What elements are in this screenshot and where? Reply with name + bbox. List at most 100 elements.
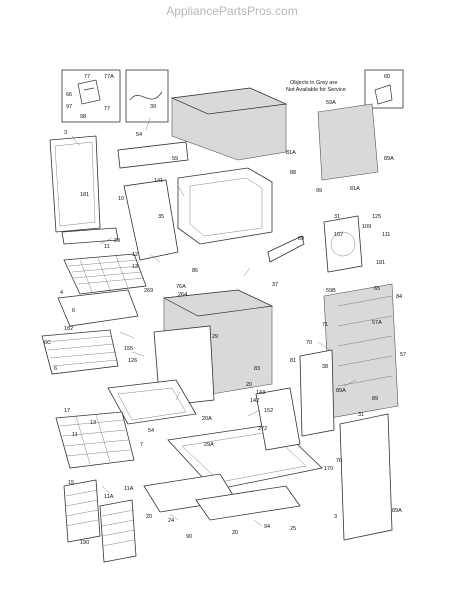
part-label: 97: [66, 104, 72, 110]
part-label: 13: [132, 264, 138, 270]
part-label: 89A: [384, 156, 394, 162]
part-label: 11A: [124, 486, 134, 492]
part-label: 81A: [286, 150, 296, 156]
inset-box-bracket: [364, 69, 404, 109]
part-label: 98: [80, 114, 86, 120]
control-panel-strip: [117, 141, 189, 169]
part-label: 264: [178, 292, 187, 298]
lower-oven-rack: [55, 411, 135, 469]
grey-objects-note-line-2: Not Available for Service: [286, 87, 346, 93]
part-label: 29: [114, 238, 120, 244]
part-label: 38: [322, 364, 328, 370]
part-label: 20A: [202, 416, 212, 422]
part-label: 31: [334, 214, 340, 220]
part-label: 57: [400, 352, 406, 358]
part-label: 83: [254, 366, 260, 372]
part-label: 3: [334, 514, 337, 520]
part-label: 155: [124, 346, 133, 352]
part-label: 142: [250, 398, 259, 404]
part-label: 11: [104, 244, 110, 250]
part-label: 71: [322, 322, 328, 328]
part-label: 88: [290, 170, 296, 176]
fan-assembly: [323, 215, 363, 273]
part-label: 111: [382, 232, 390, 238]
upper-oven-liner: [177, 167, 273, 245]
part-label: 20: [146, 514, 152, 520]
part-label: 15: [68, 480, 74, 486]
upper-oven-cabinet: [171, 87, 287, 161]
part-label: 11: [72, 432, 78, 438]
part-label: 70: [306, 340, 312, 346]
part-label: 59: [172, 156, 178, 162]
part-labels: 77 77A 66 97 98 39 77 3 54 59 59A 60 81A…: [44, 74, 406, 546]
part-label: 182: [64, 326, 73, 332]
upper-oven-rack: [63, 253, 147, 295]
door-glass-panel: [49, 135, 101, 233]
part-label: 77A: [104, 74, 114, 80]
part-label: 6: [72, 308, 75, 314]
broiler-pan: [57, 289, 139, 327]
rear-panel: [317, 103, 379, 181]
part-label: 17: [64, 408, 70, 414]
inset-box-hinge: [61, 69, 121, 123]
right-side-panel: [339, 413, 393, 541]
right-rear-bracket: [323, 283, 399, 419]
part-label: 54: [148, 428, 154, 434]
part-label: 31: [358, 412, 364, 418]
part-label: 90: [186, 534, 192, 540]
part-label: 6: [54, 366, 57, 372]
part-label: 86: [192, 268, 198, 274]
part-label: 89A: [336, 388, 346, 394]
part-label: 76A: [176, 284, 186, 290]
part-label: 77: [84, 74, 90, 80]
part-label: 20: [232, 530, 238, 536]
part-label: 11A: [104, 494, 114, 500]
part-label: 77: [104, 106, 110, 112]
part-label: 107: [334, 232, 343, 238]
upper-door-frame: [123, 179, 179, 261]
part-label: 7: [140, 442, 143, 448]
part-label: 89A: [392, 508, 402, 514]
part-label: 141: [154, 178, 163, 184]
part-label: 181: [376, 260, 385, 266]
grey-objects-note-line-1: Objects in Grey are: [290, 80, 337, 86]
part-label: 89: [372, 396, 378, 402]
part-label: 59B: [326, 288, 336, 294]
part-label: 39: [150, 104, 156, 110]
part-label: 94: [264, 524, 270, 530]
part-label: 126: [128, 358, 137, 364]
part-label: 69: [298, 236, 304, 242]
part-label: 70: [336, 458, 342, 464]
part-label: 170: [324, 466, 333, 472]
part-label: 99: [316, 188, 322, 194]
part-label: 81: [290, 358, 296, 364]
watermark: AppliancePartsPros.com: [166, 4, 298, 18]
part-label: 25: [290, 526, 296, 532]
part-label: 6C: [44, 340, 51, 346]
part-label: 190: [80, 540, 89, 546]
part-label: 66: [66, 92, 72, 98]
part-label: 143: [256, 390, 265, 396]
part-label: 54: [136, 132, 142, 138]
part-label: 29: [212, 334, 218, 340]
part-label: 24: [168, 518, 174, 524]
part-label: 109: [362, 224, 371, 230]
part-label: 81A: [350, 186, 360, 192]
part-label: 13: [90, 420, 96, 426]
part-label: 20: [246, 382, 252, 388]
part-label: 35: [158, 214, 164, 220]
rack-guide-right: [99, 499, 137, 563]
part-label: 65: [374, 286, 380, 292]
part-label: 37: [272, 282, 278, 288]
part-label: 4: [60, 290, 63, 296]
broiler-grid: [41, 329, 119, 375]
part-label: 3: [64, 130, 67, 136]
inset-box-wire: [125, 69, 169, 123]
part-label: 10: [118, 196, 124, 202]
part-label: 59A: [326, 100, 336, 106]
part-label: 29A: [204, 442, 214, 448]
part-label: 269: [144, 288, 153, 294]
part-label: 84: [396, 294, 402, 300]
part-label: 60: [384, 74, 390, 80]
